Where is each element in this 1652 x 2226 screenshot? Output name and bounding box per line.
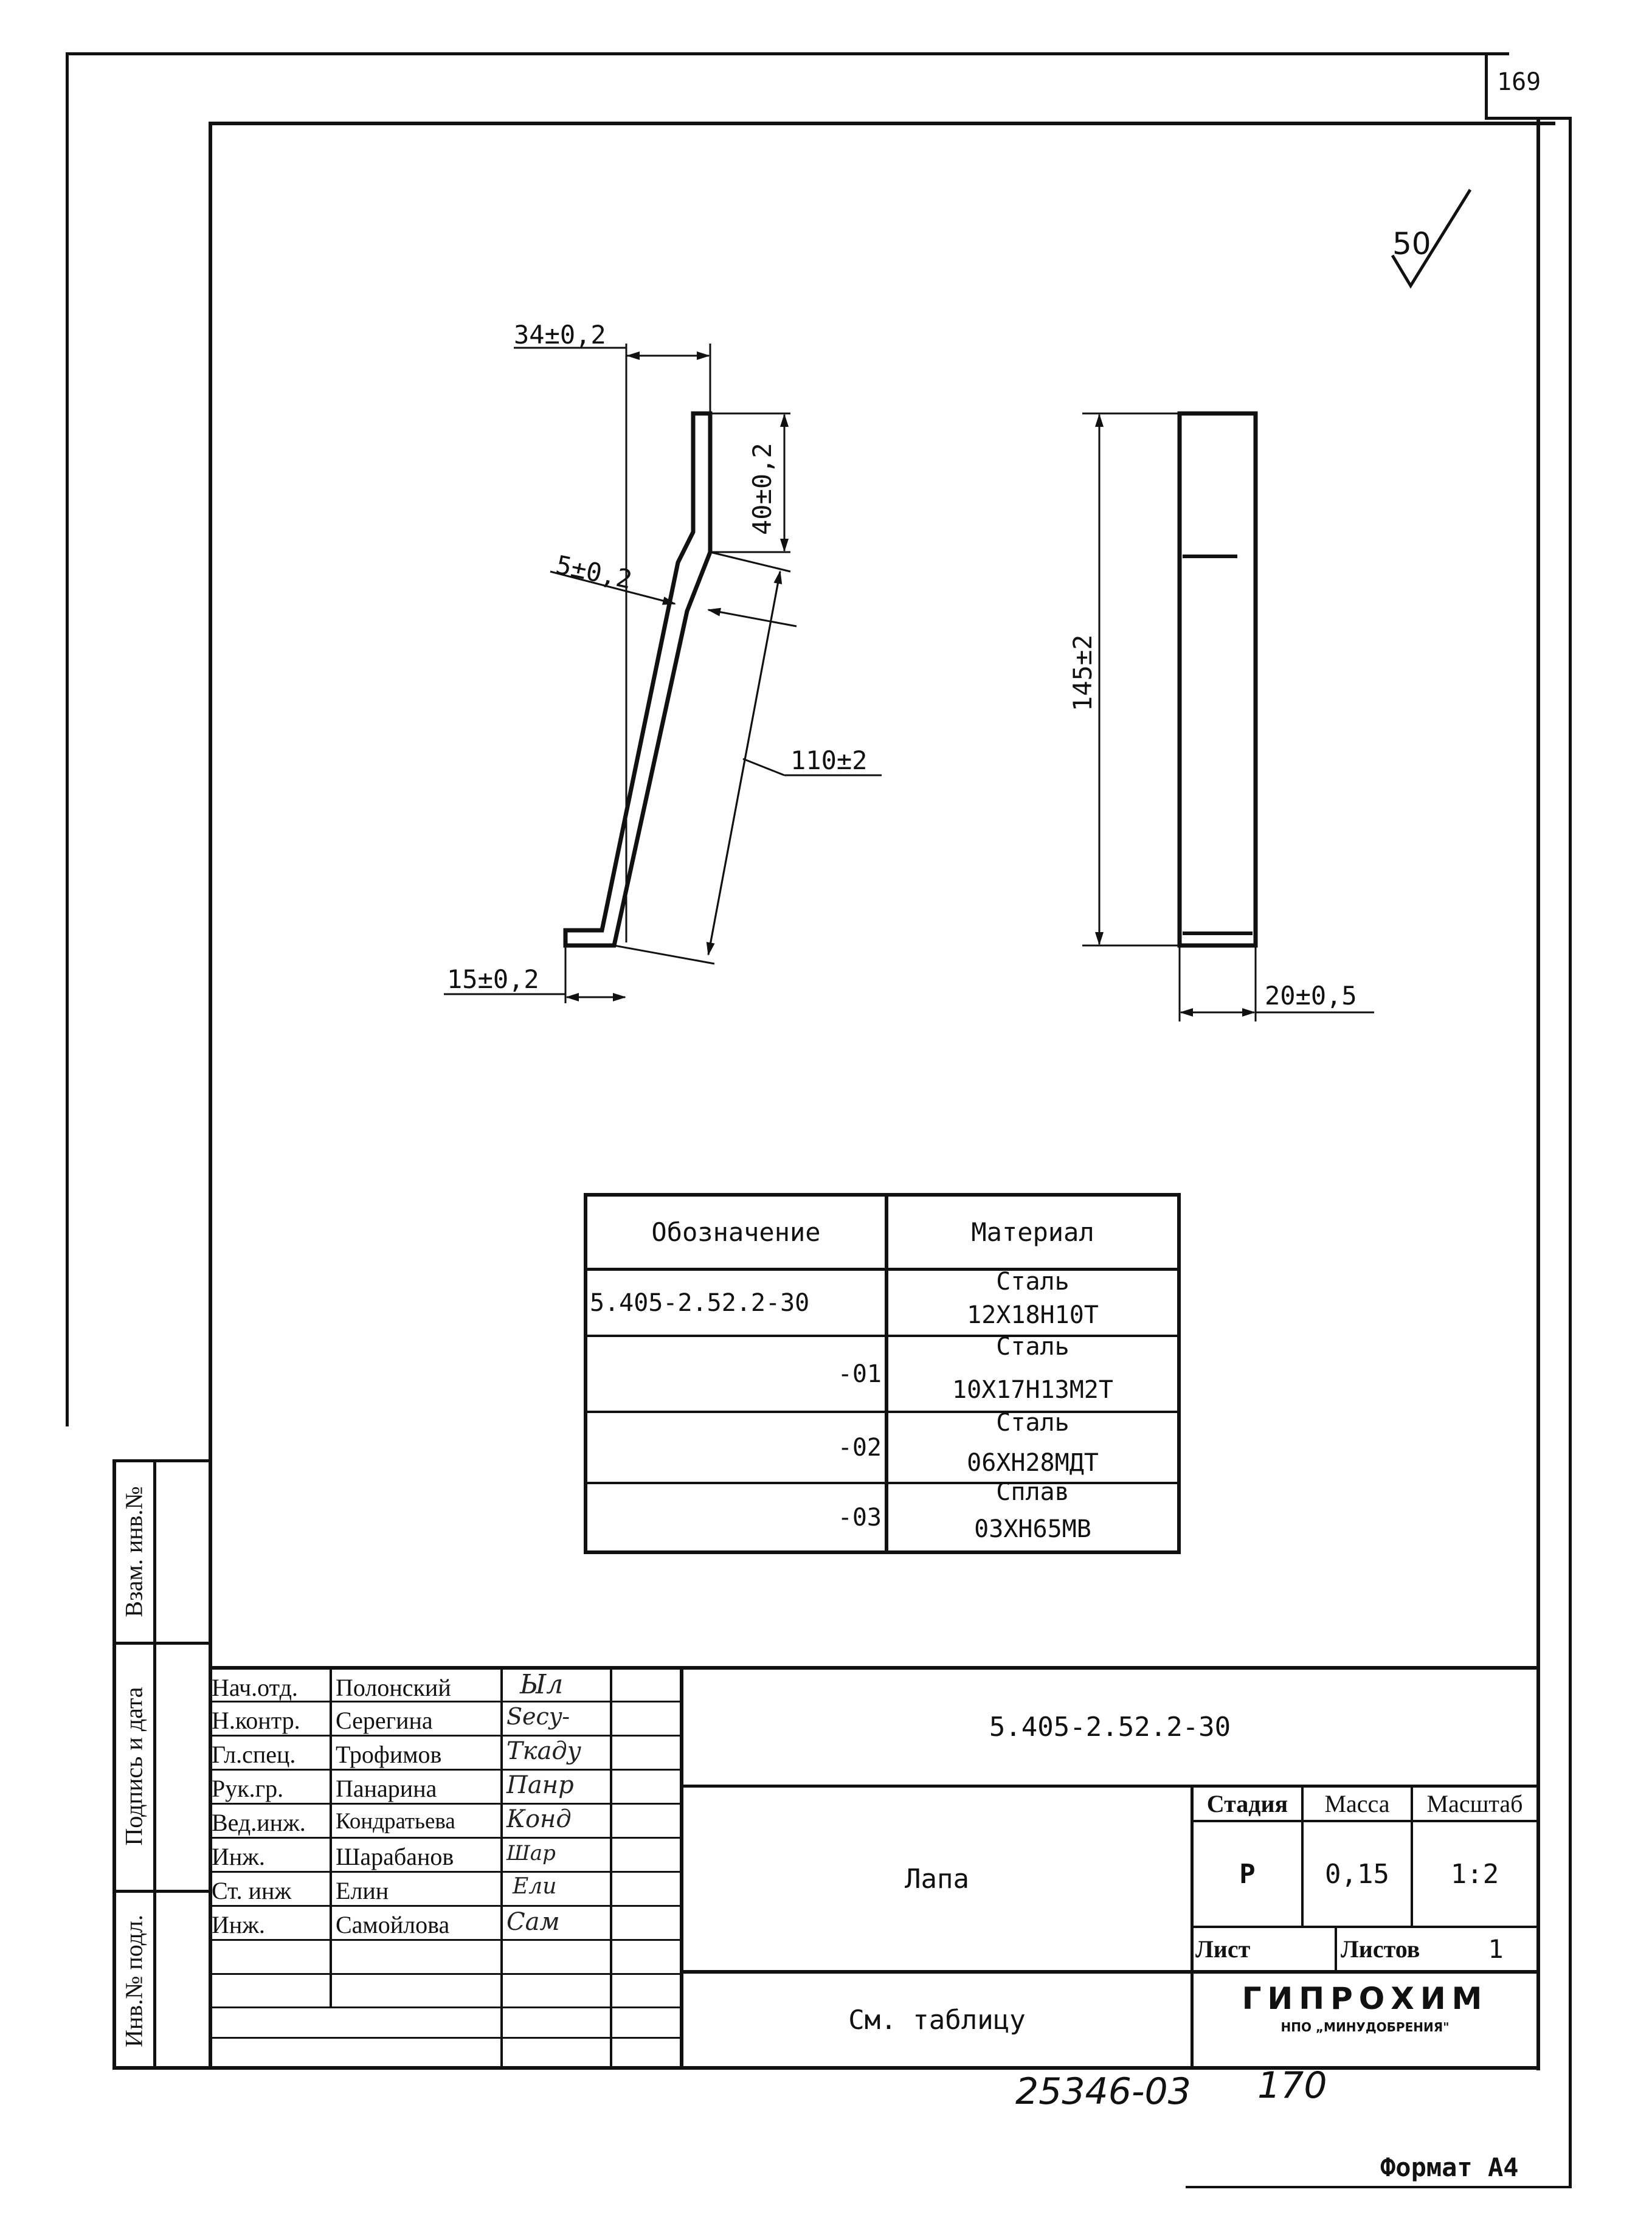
- signature-3: Ткаду: [506, 1737, 581, 1765]
- signature-7: Ели: [513, 1874, 557, 1899]
- row3-material-line2: 06ХН28МДТ: [967, 1449, 1099, 1477]
- dim-145: 145±2: [1068, 635, 1097, 711]
- name-4: Панарина: [336, 1775, 437, 1802]
- stage-value: Р: [1239, 1858, 1256, 1890]
- signature-8: Сам: [506, 1908, 560, 1936]
- document-code: 5.405-2.52.2-30: [989, 1712, 1231, 1743]
- signature-1: Ыл: [520, 1669, 564, 1700]
- name-7: Елин: [336, 1877, 389, 1904]
- roughness-symbol: 50: [1391, 188, 1472, 289]
- roughness-value: 50: [1392, 226, 1431, 261]
- name-8: Самойлова: [336, 1911, 450, 1938]
- handwritten-page: 170: [1257, 2064, 1327, 2107]
- signature-5: Конд: [506, 1805, 572, 1833]
- org-subtitle: НПО „МИНУДОБРЕНИЯ": [1280, 2020, 1450, 2034]
- role-6: Инж.: [212, 1843, 265, 1870]
- org-logo: ГИПРОХИМ НПО „МИНУДОБРЕНИЯ": [1194, 1981, 1536, 2034]
- row4-material-line2: 03ХН65МВ: [974, 1515, 1091, 1543]
- name-5: Кондратьева: [336, 1809, 455, 1834]
- name-6: Шарабанов: [336, 1843, 454, 1870]
- row1-designation: 5.405-2.52.2-30: [590, 1288, 810, 1317]
- row2-material-line2: 10Х17Н13М2Т: [952, 1376, 1113, 1404]
- scale-value: 1:2: [1450, 1858, 1499, 1890]
- name-3: Трофимов: [336, 1741, 442, 1768]
- role-7: Ст. инж: [212, 1877, 292, 1904]
- dim-20: 20±0,5: [1265, 981, 1357, 1011]
- part-name: Лапа: [905, 1863, 969, 1895]
- header-designation: Обозначение: [651, 1217, 821, 1247]
- dim-5: 5±0,2: [553, 550, 635, 595]
- signature-2: Secy-: [506, 1703, 570, 1730]
- name-1: Полонский: [336, 1674, 451, 1701]
- signature-6: Шар: [506, 1841, 556, 1865]
- row2-material-line1: Сталь: [996, 1333, 1070, 1361]
- dim-34: 34±0,2: [514, 320, 606, 350]
- sheets-value: 1: [1488, 1934, 1504, 1964]
- handwritten-code: 25346-03: [1015, 2070, 1191, 2113]
- mass-label: Масса: [1324, 1790, 1390, 1817]
- row1-material-line2: 12Х18Н10Т: [967, 1301, 1099, 1329]
- sheets-label: Листов: [1341, 1935, 1420, 1963]
- role-4: Рук.гр.: [212, 1775, 284, 1802]
- row1-material-line1: Сталь: [996, 1268, 1070, 1296]
- name-2: Серегина: [336, 1707, 433, 1734]
- page-number: 169: [1497, 68, 1541, 96]
- dim-40: 40±0,2: [747, 443, 777, 535]
- sheet-label: Лист: [1195, 1935, 1251, 1963]
- role-8: Инж.: [212, 1911, 265, 1938]
- row2-designation: -01: [837, 1360, 882, 1388]
- signature-4: Панр: [506, 1771, 574, 1799]
- dim-15: 15±0,2: [447, 964, 539, 994]
- org-name: ГИПРОХИМ: [1242, 1981, 1488, 2016]
- mass-value: 0,15: [1325, 1858, 1389, 1890]
- header-material: Материал: [971, 1217, 1094, 1247]
- dim-110: 110±2: [790, 745, 867, 775]
- format-label: Формат А4: [1380, 2152, 1519, 2182]
- role-1: Нач.отд.: [212, 1674, 298, 1701]
- role-5: Вед.инж.: [212, 1809, 306, 1836]
- stage-label: Стадия: [1206, 1790, 1288, 1817]
- row4-material-line1: Сплав: [996, 1478, 1070, 1506]
- role-2: Н.контр.: [212, 1707, 300, 1734]
- row4-designation: -03: [837, 1503, 882, 1532]
- material-note: См. таблицу: [848, 2004, 1026, 2036]
- role-3: Гл.спец.: [212, 1741, 296, 1768]
- row3-designation: -02: [837, 1433, 882, 1462]
- row3-material-line1: Сталь: [996, 1409, 1070, 1437]
- bracket-front-view: [1177, 411, 1258, 948]
- scale-label: Масштаб: [1426, 1790, 1523, 1817]
- bracket-side-view: [563, 411, 713, 948]
